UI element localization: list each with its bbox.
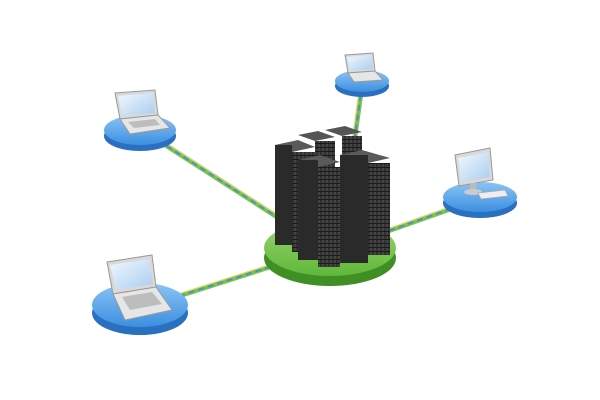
desktop-monitor-icon bbox=[454, 147, 509, 200]
server-node bbox=[264, 126, 396, 286]
client-node-bottom-left bbox=[92, 254, 188, 335]
client-node-top-left bbox=[104, 89, 176, 151]
server-rack-icon bbox=[275, 126, 390, 267]
client-node-right bbox=[443, 147, 517, 218]
cable-top-left bbox=[148, 132, 287, 225]
client-node-top-right bbox=[335, 52, 389, 97]
laptop-icon bbox=[344, 52, 385, 83]
laptop-icon bbox=[106, 254, 173, 321]
laptop-icon bbox=[114, 89, 172, 135]
